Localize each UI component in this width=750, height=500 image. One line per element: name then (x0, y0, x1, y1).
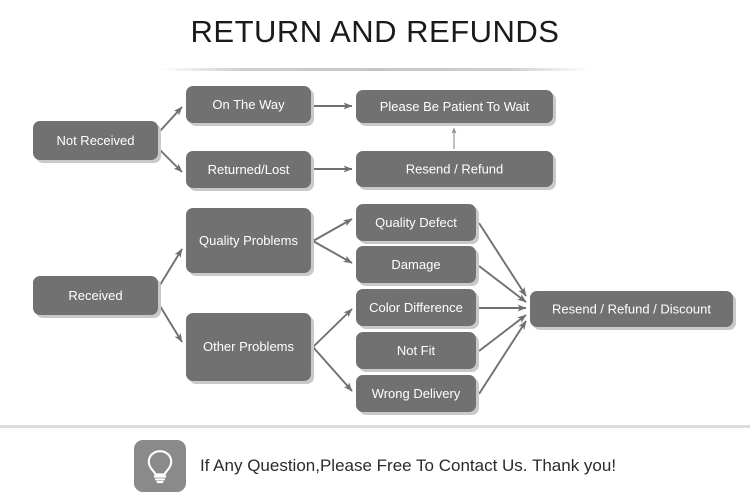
lightbulb-icon (133, 440, 186, 492)
node-color-difference[interactable]: Color Difference (356, 289, 479, 329)
node-quality-problems[interactable]: Quality Problems (186, 208, 314, 276)
node-returned-lost[interactable]: Returned/Lost (186, 151, 314, 191)
node-label: Other Problems (203, 339, 295, 354)
edge-quality-defect-final (478, 222, 527, 297)
node-label: Wrong Delivery (372, 386, 461, 401)
node-quality-defect[interactable]: Quality Defect (356, 204, 479, 244)
node-please-be-patient-to-wait[interactable]: Please Be Patient To Wait (356, 90, 556, 126)
node-label: Quality Defect (375, 215, 457, 230)
node-resend-refund[interactable]: Resend / Refund (356, 151, 556, 190)
edge-received-quality-problems (159, 248, 183, 286)
node-on-the-way[interactable]: On The Way (186, 86, 314, 126)
node-label: Quality Problems (199, 233, 298, 248)
node-label: Not Received (56, 133, 134, 148)
node-not-received[interactable]: Not Received (33, 121, 161, 163)
footer: If Any Question,Please Free To Contact U… (0, 432, 750, 500)
footer-divider (0, 425, 750, 428)
node-label: On The Way (212, 97, 285, 112)
node-label: Received (68, 288, 122, 303)
edge-other-problems-color-difference (312, 308, 353, 348)
edge-wrong-delivery-final (478, 320, 527, 395)
node-label: Resend / Refund (406, 161, 504, 176)
node-resend-refund-discount[interactable]: Resend / Refund / Discount (530, 291, 736, 330)
node-received[interactable]: Received (33, 276, 161, 318)
edge-quality-problems-damage (312, 240, 353, 264)
node-label: Resend / Refund / Discount (552, 301, 711, 316)
node-label: Not Fit (397, 343, 436, 358)
title-divider (160, 68, 590, 71)
node-label: Returned/Lost (208, 162, 290, 177)
node-other-problems[interactable]: Other Problems (186, 313, 314, 384)
node-label: Damage (391, 257, 440, 272)
page-title: RETURN AND REFUNDS (190, 14, 560, 49)
flowchart: Not Received On The Way Returned/Lost Pl… (33, 86, 736, 415)
node-damage[interactable]: Damage (356, 246, 479, 286)
node-wrong-delivery[interactable]: Wrong Delivery (356, 375, 479, 415)
edge-layer (159, 102, 527, 395)
edge-not-received-returned-lost (159, 149, 183, 173)
edge-not-fit-final (478, 314, 527, 352)
node-not-fit[interactable]: Not Fit (356, 332, 479, 372)
node-label: Color Difference (369, 300, 463, 315)
edge-not-received-on-the-way (159, 106, 183, 132)
edge-other-problems-wrong-delivery (312, 346, 353, 392)
footer-text: If Any Question,Please Free To Contact U… (199, 456, 617, 475)
node-label: Please Be Patient To Wait (380, 99, 530, 114)
edge-damage-final (478, 265, 527, 303)
edge-quality-problems-quality-defect (312, 218, 353, 242)
edge-received-other-problems (159, 305, 183, 343)
